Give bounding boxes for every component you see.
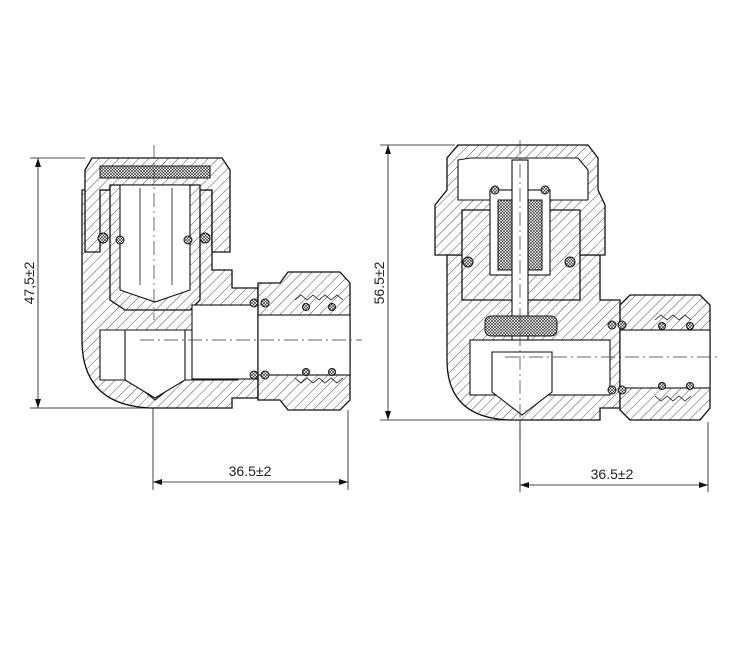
right-height-label: 56.5±2 <box>371 261 387 304</box>
left-valve-section <box>81 145 362 411</box>
right-width-label: 36.5±2 <box>591 466 634 482</box>
left-height-label: 47,5±2 <box>21 261 37 304</box>
right-height-dimension: 56.5±2 <box>371 144 515 421</box>
left-width-dimension: 36.5±2 <box>152 408 349 490</box>
left-height-dimension: 47,5±2 <box>21 157 150 409</box>
right-width-dimension: 36.5±2 <box>519 420 709 492</box>
right-valve-section <box>434 140 720 440</box>
left-width-label: 36.5±2 <box>229 463 272 479</box>
